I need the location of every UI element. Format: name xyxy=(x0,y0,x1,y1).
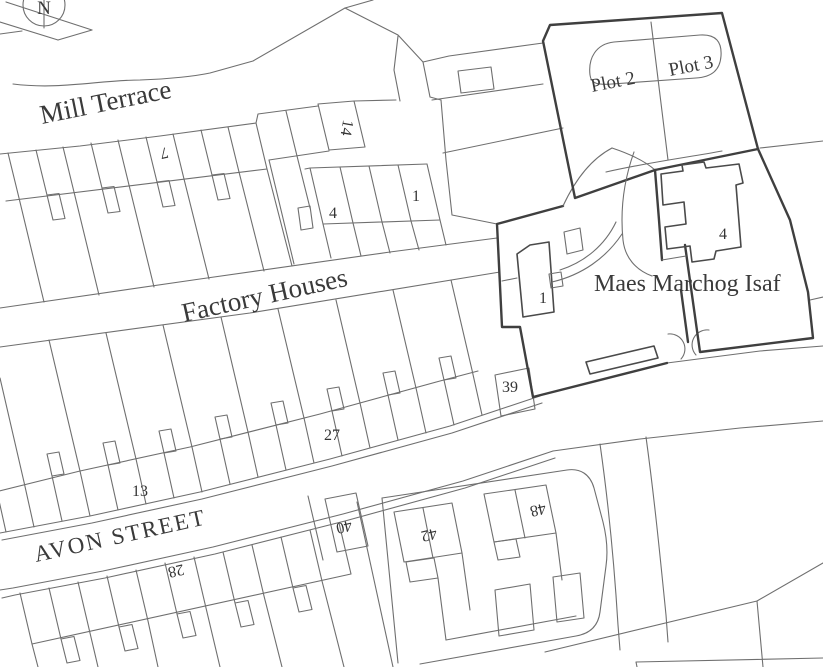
house-number-4-site: 4 xyxy=(719,226,727,243)
plot-label-plot-3: Plot 3 xyxy=(667,52,715,81)
site-boundary-plots xyxy=(541,11,760,200)
avon-street-band xyxy=(0,395,556,599)
site-boundary-parcel-4 xyxy=(683,147,815,354)
house-number-13: 13 xyxy=(132,483,148,500)
gate-arc xyxy=(691,329,710,356)
plot-label-plot-2: Plot 2 xyxy=(589,68,637,97)
house-number-1-terrace: 1 xyxy=(412,188,420,205)
block-42-48 xyxy=(381,469,608,665)
building-4-outline xyxy=(660,161,744,263)
avon-south-row xyxy=(19,492,394,667)
map-labels: N Mill Terrace Factory Houses AVON STREE… xyxy=(32,0,781,580)
house-number-4-terrace: 4 xyxy=(329,205,337,222)
right-roads xyxy=(544,140,823,667)
site-parcel-1 xyxy=(495,147,710,399)
top-field-boundary xyxy=(12,0,544,102)
house-number-42: 42 xyxy=(419,524,438,544)
building-1-outline xyxy=(516,241,555,318)
house-number-1-site: 1 xyxy=(539,290,547,307)
place-label-maes-marchog-isaf: Maes Marchog Isaf xyxy=(594,271,781,297)
house-number-27: 27 xyxy=(324,427,340,444)
north-compass xyxy=(0,0,93,41)
house-number-28: 28 xyxy=(166,560,185,580)
terrace-block-4-1 xyxy=(297,163,447,259)
site-boundary-parcel-1 xyxy=(495,204,669,399)
mill-terrace-row xyxy=(0,99,397,303)
street-label-avon-street: AVON STREET xyxy=(32,504,209,566)
house-number-40: 40 xyxy=(334,516,353,536)
gate-arc xyxy=(667,333,686,360)
compass-n-label: N xyxy=(37,0,51,19)
site-parcel-4 xyxy=(653,147,815,354)
house-number-7: 7 xyxy=(158,143,170,161)
factory-houses-street xyxy=(0,237,501,348)
house-number-48: 48 xyxy=(528,499,547,519)
avon-north-row xyxy=(0,279,536,533)
house-number-39: 39 xyxy=(502,379,518,396)
house-number-14: 14 xyxy=(337,118,357,137)
forecourt-area xyxy=(429,66,564,225)
outbuilding-outline xyxy=(585,345,659,375)
street-label-factory-houses: Factory Houses xyxy=(179,262,350,328)
